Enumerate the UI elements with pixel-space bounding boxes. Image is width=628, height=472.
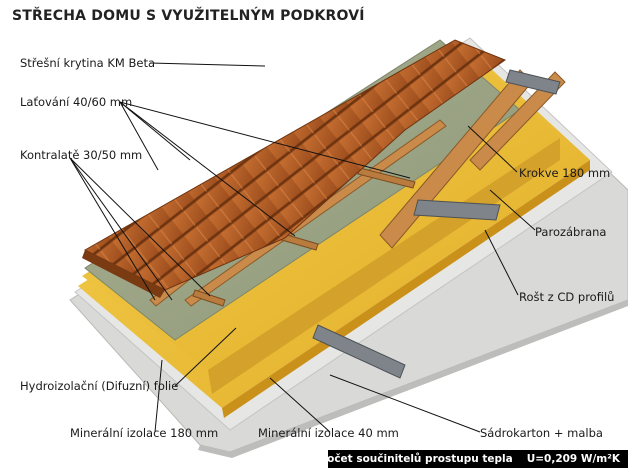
label-cd-grid: Rošt z CD profilů <box>519 290 615 304</box>
label-battens: Laťování 40/60 mm <box>20 95 133 109</box>
label-vapor-barrier: Parozábrana <box>535 225 607 239</box>
rafter-beam <box>469 71 566 171</box>
label-roofing: Střešní krytina KM Beta <box>20 56 156 70</box>
mineral-insulation-180-edge <box>208 138 560 394</box>
cd-profile <box>505 69 561 95</box>
label-membrane: Hydroizolační (Difuzní) folie <box>20 379 179 393</box>
diagram-title: STŘECHA DOMU S VYUŽITELNÝM PODKROVÍ <box>12 8 365 24</box>
cd-profile <box>312 324 406 379</box>
batten <box>192 289 226 307</box>
roof-tiles-edge <box>82 250 165 298</box>
cd-profile <box>413 199 501 221</box>
leader-lines <box>69 62 536 433</box>
label-counter-battens: Kontralatě 30/50 mm <box>20 148 143 162</box>
label-mineral-40: Minerální izolace 40 mm <box>258 426 399 440</box>
counter-batten <box>184 119 447 307</box>
footer-u-value: U=0,209 W/m²K <box>526 453 620 465</box>
footer-caption: Výpočet součinitelů prostupu tepla <box>304 453 513 465</box>
mineral-insulation-40-edge <box>222 160 590 418</box>
label-mineral-180: Minerální izolace 180 mm <box>70 426 219 440</box>
label-rafters: Krokve 180 mm <box>519 166 611 180</box>
label-plasterboard: Sádrokarton + malba <box>480 426 603 440</box>
footer-bar: Výpočet součinitelů prostupu tepla U=0,2… <box>305 450 628 468</box>
